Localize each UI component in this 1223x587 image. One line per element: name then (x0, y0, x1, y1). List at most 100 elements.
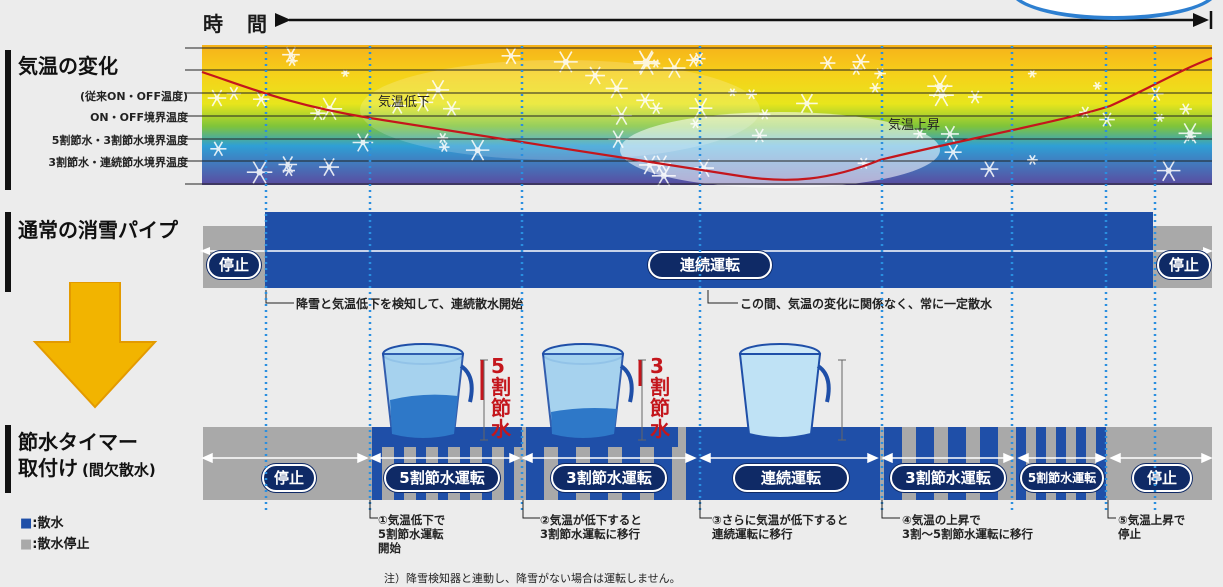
spray-stripe (416, 427, 426, 500)
timer-note-2: ②気温が低下すると 3割節水運転に移行 (540, 513, 642, 541)
timer-note-4: ④気温の上昇で 3割〜5割節水運転に移行 (902, 513, 1034, 541)
bucket-5wari (381, 343, 474, 439)
legend-spray: ■:散水 (20, 512, 64, 531)
title-timer-line1: 節水タイマー (18, 430, 138, 454)
timer-note-3: ③さらに気温が低下すると 連続運転に移行 (712, 513, 849, 541)
section-bar-timer (5, 425, 11, 493)
legend-text: :散水 (32, 516, 64, 531)
legend-spray-text: ■:散水 (20, 516, 64, 531)
snowflake-icon (439, 142, 450, 152)
spray-stripe (482, 427, 492, 500)
temp-level-4: 3割節水・連続節水境界温度 (48, 156, 188, 169)
snowflake-icon (1027, 154, 1038, 165)
timer-stage-3wari-1: 3割節水運転 (551, 464, 667, 492)
snowflake-icon (944, 144, 962, 160)
bucket-full (738, 343, 831, 439)
snowflake-icon (1179, 103, 1192, 115)
snowflake-icon (929, 84, 954, 107)
normal-continuous-pill: 連続運転 (648, 251, 772, 279)
snowflake-icon (1027, 69, 1037, 78)
snowflake-icon (501, 47, 521, 65)
timer-stage-5wari-2: 5割節水運転 (1020, 464, 1104, 492)
spray-stripe (1036, 427, 1046, 500)
snowflake-icon (639, 155, 661, 175)
bucket-3wari (541, 343, 634, 439)
legend-swatch: ■ (20, 537, 33, 552)
snowflake-icon (553, 51, 578, 73)
timer-span-arrows (201, 452, 1213, 464)
timer-note-1: ①気温低下で 5割節水運転 開始 (378, 513, 446, 555)
spray-stripe (438, 427, 448, 500)
spray-stripe (460, 427, 470, 500)
snowflake-icon (751, 128, 767, 143)
snowflake-icon (388, 97, 407, 114)
legend-stop-text: ■:散水停止 (20, 537, 90, 552)
snowflake-icon (689, 97, 713, 119)
note-constant: この間、気温の変化に関係なく、常に一定散水 (740, 297, 993, 311)
snowflake-icon (282, 46, 300, 63)
spray-stripe (1016, 427, 1026, 500)
bucket-label-5wari: 5割節水 (491, 354, 511, 441)
normal-stop-left-pill: 停止 (207, 251, 261, 279)
snowflake-icon (1155, 113, 1165, 122)
bucket-label-3wari: 3割節水 (650, 354, 670, 441)
timer-note-5: ⑤気温上昇で 停止 (1118, 513, 1186, 541)
snowflake-icon (605, 78, 628, 99)
snowflake-icon (796, 93, 818, 114)
snowflake-icon (746, 89, 757, 100)
snowflake-icon (820, 56, 836, 71)
footnote: 注）降雪検知器と連動し、降雪がない場合は運転しません。 (384, 572, 681, 585)
snowflake-icon (246, 160, 273, 184)
spray-stripe (1096, 427, 1106, 500)
snowflake-icon (980, 160, 999, 178)
snowflake-icon (649, 102, 663, 115)
title-temperature: 気温の変化 (18, 54, 118, 78)
snowflake-icon (210, 141, 227, 157)
note-leaders (265, 290, 738, 304)
title-timer-main: 取付け (18, 456, 78, 480)
title-timer-suffix: (間欠散水) (82, 461, 156, 479)
snowflake-icon (633, 50, 659, 74)
curve-label-drop: 気温低下 (378, 95, 431, 110)
section-bar-temperature (5, 50, 11, 190)
time-axis-arrow (275, 11, 1213, 29)
snowflake-icon (341, 69, 350, 77)
down-arrow (32, 282, 158, 409)
title-timer-line2: 取付け(間欠散水) (18, 452, 156, 481)
time-label: 時 間 (203, 12, 269, 36)
title-normal-pipe: 通常の消雪パイプ (18, 218, 178, 242)
legend-swatch: ■ (20, 516, 33, 531)
snowflake-icon (426, 79, 450, 100)
timer-stage-stop-left: 停止 (262, 464, 316, 492)
temperature-band (185, 45, 1213, 188)
snowflake-icon (651, 165, 676, 187)
spray-stripe (372, 427, 382, 500)
snowflake-icon (690, 119, 701, 129)
temp-level-2: ON・OFF境界温度 (90, 111, 188, 124)
spray-stripe (1056, 427, 1066, 500)
temp-level-3: 5割節水・3割節水境界温度 (51, 134, 188, 147)
curve-label-rise: 気温上昇 (888, 118, 941, 133)
snowflake-icon (286, 55, 298, 67)
snowflake-icon (913, 127, 927, 140)
spray-stripe (686, 427, 700, 500)
snowflake-icon (759, 109, 771, 120)
timer-note-leaders (369, 500, 1116, 519)
snowflake-icon (465, 139, 490, 161)
spray-stripe (504, 427, 514, 500)
timer-stage-5wari-1: 5割節水運転 (384, 464, 500, 492)
snowflake-icon (253, 91, 270, 107)
snowflake-icon (686, 53, 701, 67)
note-start: 降雪と気温低下を検知して、連続散水開始 (296, 297, 524, 311)
snowflake-icon (1156, 160, 1181, 182)
timer-stage-3wari-2: 3割節水運転 (890, 464, 1006, 492)
spray-stripe (394, 427, 404, 500)
snowflake-icon (1093, 81, 1102, 90)
legend-text: :散水停止 (32, 537, 90, 552)
snowflake-icon (636, 92, 655, 109)
normal-stop-right-pill: 停止 (1157, 251, 1211, 279)
snowflake-icon (412, 93, 434, 112)
bucket-height-marks (480, 359, 846, 441)
temperature-curve (201, 56, 1213, 181)
